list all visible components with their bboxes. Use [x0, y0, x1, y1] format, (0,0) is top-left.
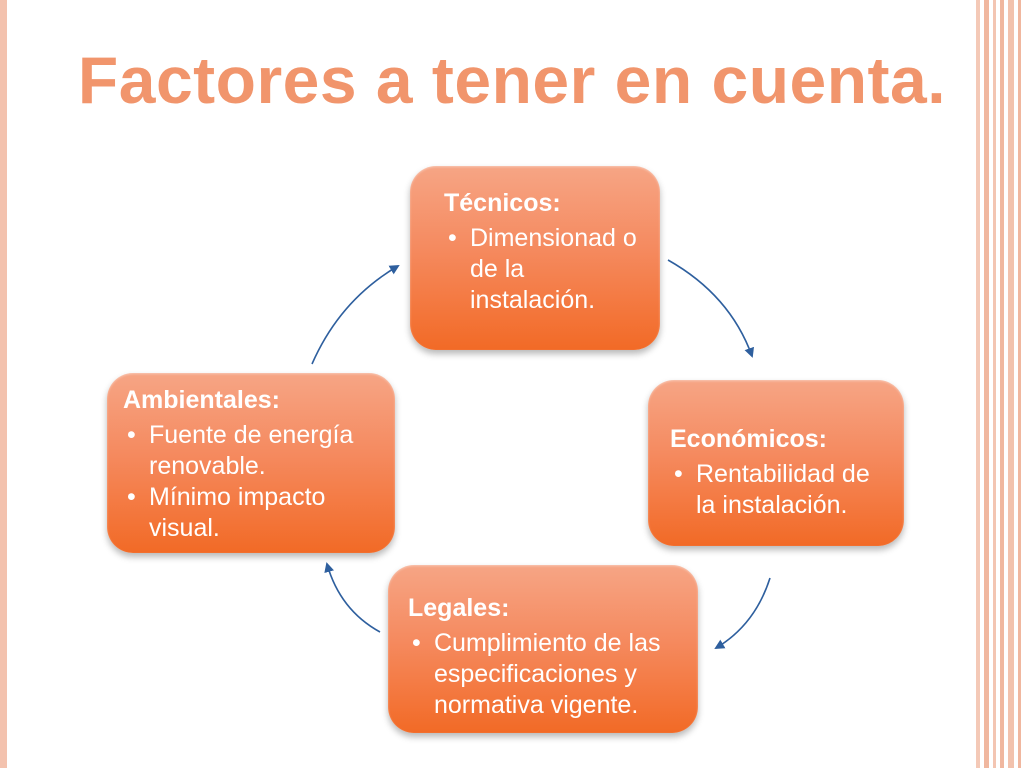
bullet-item: Mínimo impacto visual.	[123, 482, 385, 544]
curved-arrow-icon	[714, 577, 771, 650]
curved-arrow-icon	[324, 562, 381, 633]
node-bullet-list: Dimensionad o de la instalación.	[444, 223, 640, 316]
node-ambientales: Ambientales: Fuente de energía renovable…	[107, 373, 395, 553]
curved-arrow-icon	[667, 259, 754, 358]
bullet-item: Rentabilidad de la instalación.	[670, 459, 886, 521]
left-border-decoration	[0, 0, 7, 768]
bullet-item: Dimensionad o de la instalación.	[444, 223, 640, 316]
node-economicos: Económicos: Rentabilidad de la instalaci…	[648, 380, 904, 546]
right-stripes-decoration	[976, 0, 1024, 768]
node-heading: Técnicos:	[444, 189, 561, 217]
node-heading: Legales:	[408, 594, 510, 622]
page-title: Factores a tener en cuenta.	[77, 43, 947, 117]
bullet-item: Cumplimiento de las especificaciones y n…	[408, 628, 684, 721]
node-heading: Ambientales:	[123, 386, 280, 414]
node-tecnicos: Técnicos: Dimensionad o de la instalació…	[410, 166, 660, 350]
node-bullet-list: Fuente de energía renovable. Mínimo impa…	[123, 420, 385, 544]
node-legales: Legales: Cumplimiento de las especificac…	[388, 565, 698, 733]
bullet-item: Fuente de energía renovable.	[123, 420, 385, 482]
curved-arrow-icon	[311, 264, 400, 365]
node-bullet-list: Rentabilidad de la instalación.	[670, 459, 886, 521]
node-heading: Económicos:	[670, 425, 827, 453]
node-bullet-list: Cumplimiento de las especificaciones y n…	[408, 628, 684, 721]
